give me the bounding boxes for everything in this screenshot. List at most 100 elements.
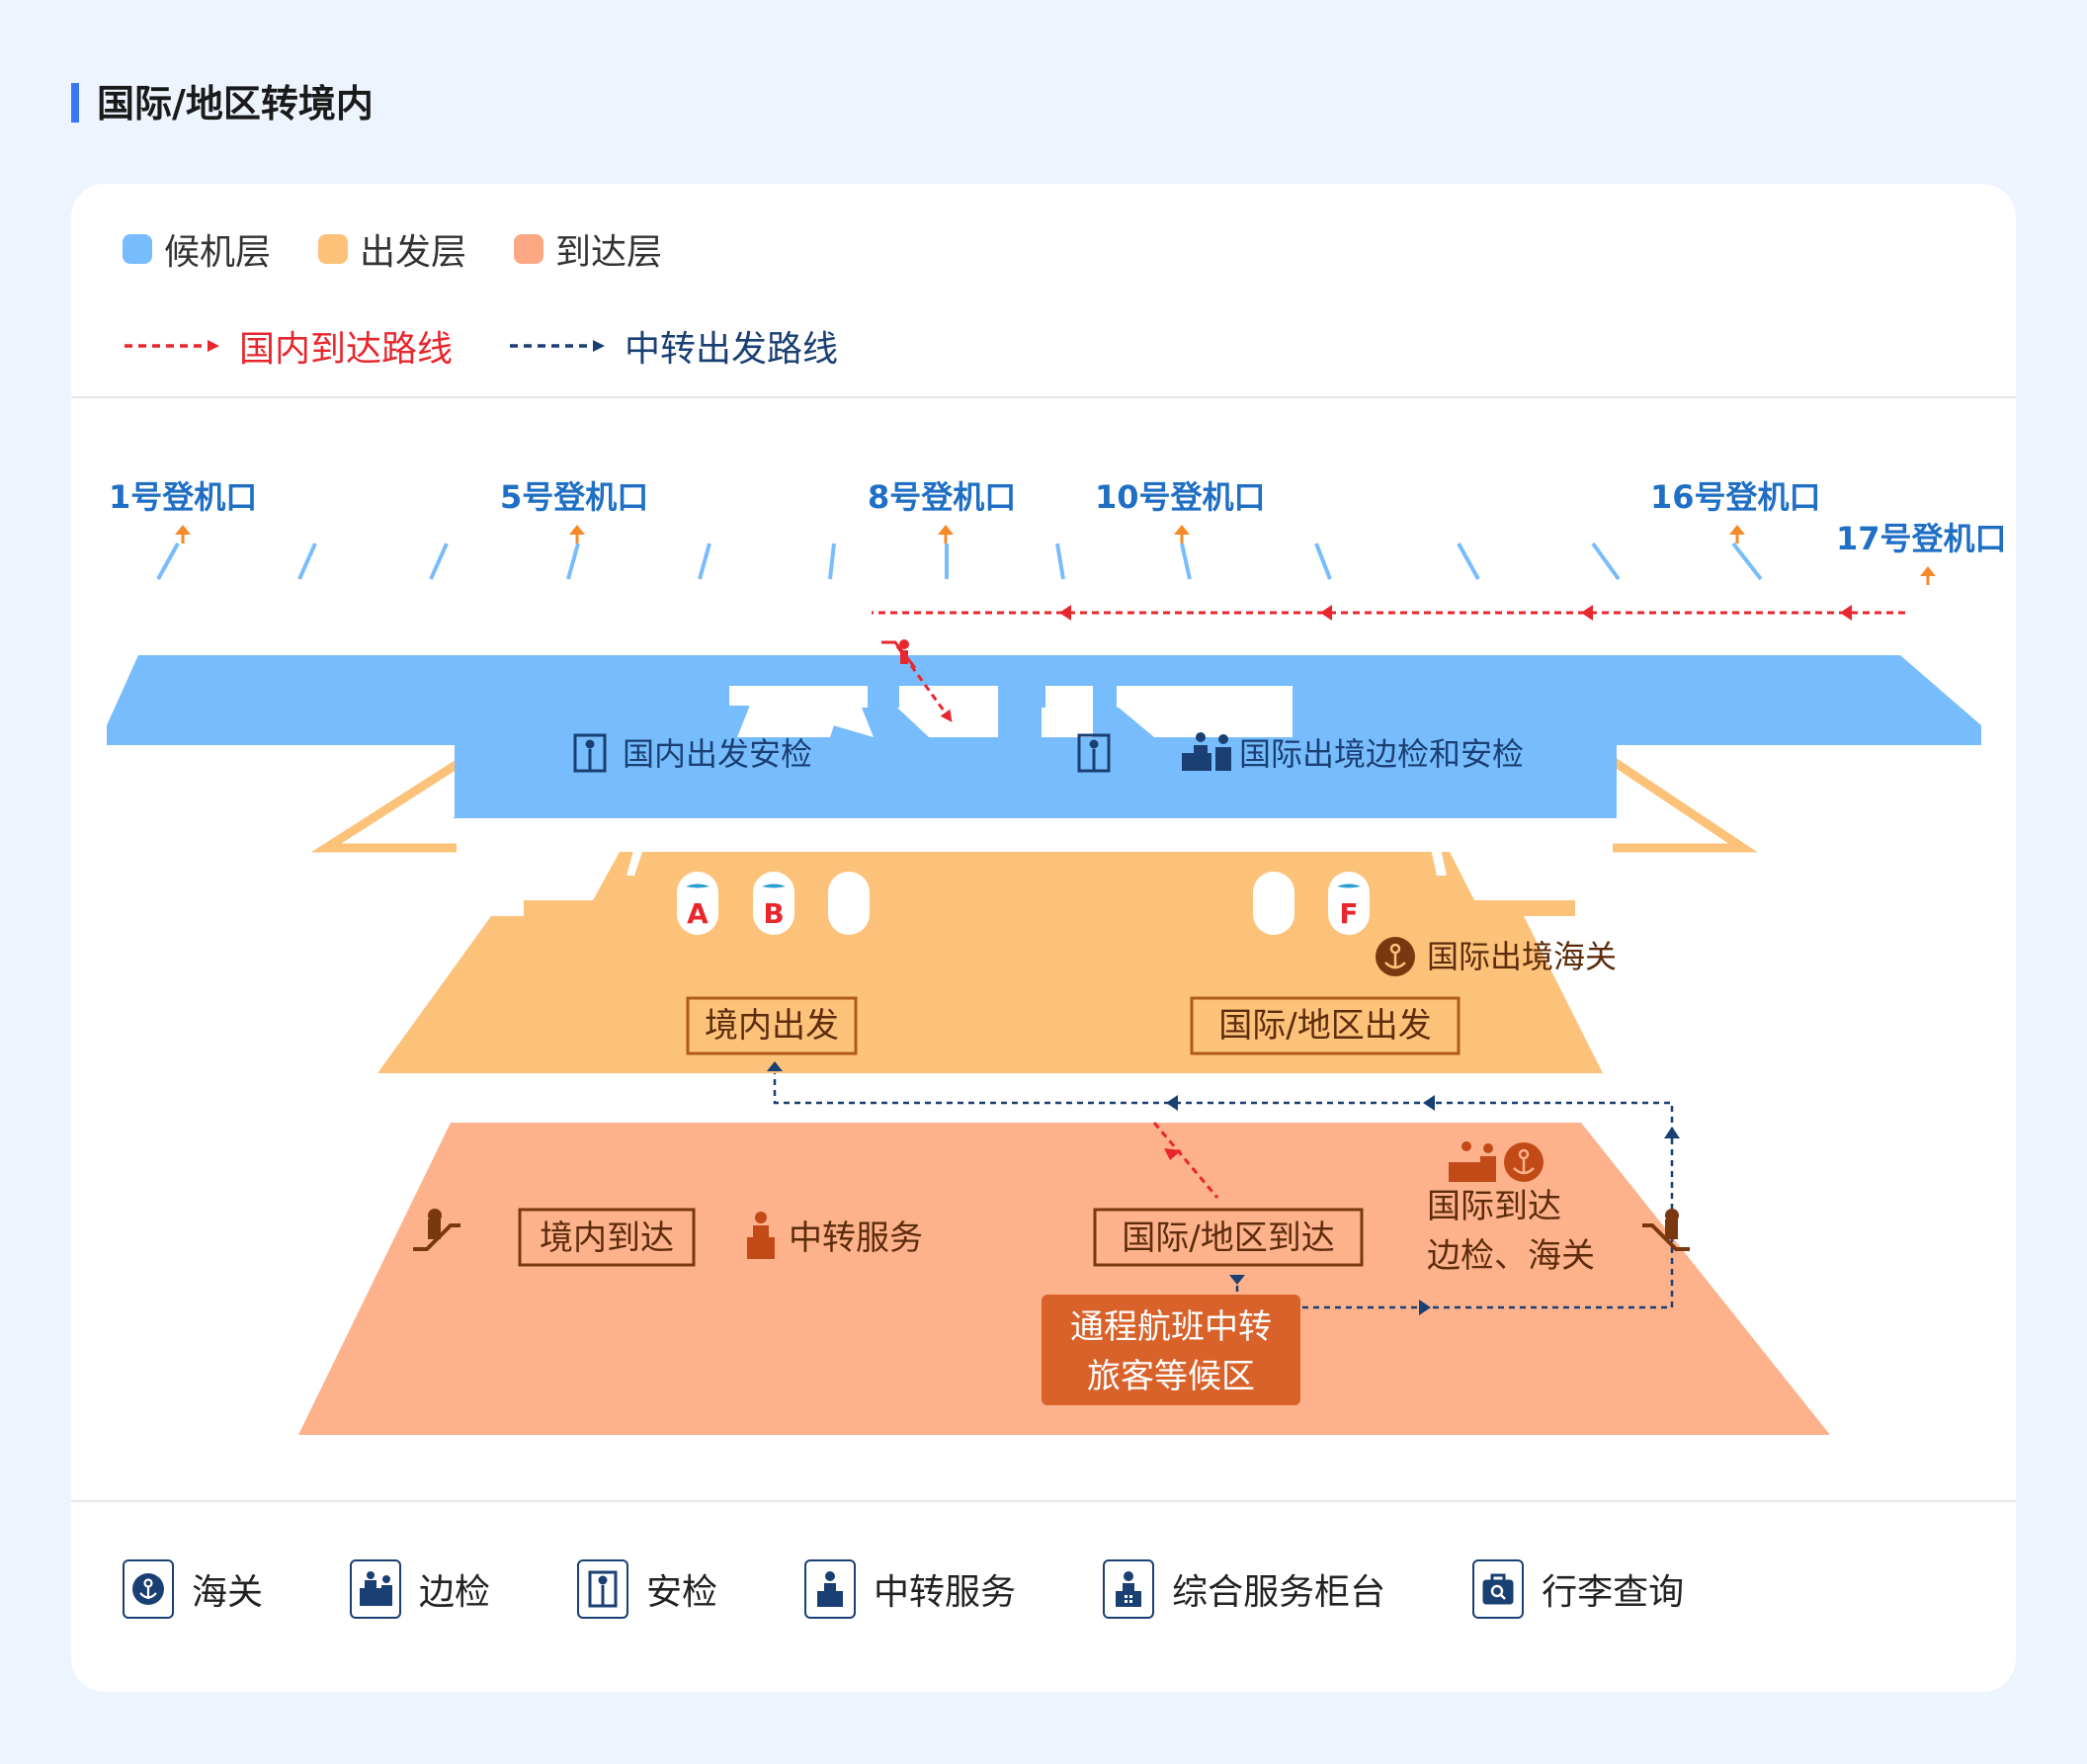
up-arrow-icon <box>938 525 954 535</box>
legend-departure-floor: 出发层 <box>318 223 466 275</box>
page-title: 国际/地区转境内 <box>97 82 374 126</box>
gate-10[interactable]: 10号登机口 <box>1095 478 1266 544</box>
domestic-arrival-label: 境内到达 <box>540 1218 674 1258</box>
security-check-icon <box>1077 733 1111 773</box>
domestic-arrival-box[interactable]: 境内到达 <box>518 1208 696 1267</box>
icon-legend-label: 中转服务 <box>874 1572 1017 1613</box>
up-arrow-icon <box>1920 566 1936 576</box>
icon-legend-security: 安检 <box>577 1559 717 1619</box>
transfer-service-label: 中转服务 <box>789 1218 923 1258</box>
icon-legend-customs: 海关 <box>123 1559 263 1619</box>
legend-arrival-floor: 到达层 <box>514 223 662 275</box>
gates: 1号登机口 5号登机口 8号登机口 10号登机口 16号登机口 <box>109 478 2007 585</box>
arrival-floor-swatch <box>514 234 544 264</box>
divider-top <box>71 396 2016 398</box>
domestic-security-area: 国内出发安检 <box>573 733 812 773</box>
intl-departure-box[interactable]: 国际/地区出发 <box>1190 996 1461 1055</box>
up-arrow-icon <box>1174 525 1190 535</box>
border-check-icon <box>350 1559 402 1619</box>
transfer-service-icon <box>747 1212 775 1259</box>
gate-label: 10号登机口 <box>1095 478 1266 516</box>
icon-legend-transfer-service: 中转服务 <box>804 1559 1016 1619</box>
gate-label: 8号登机口 <box>868 478 1016 516</box>
route-legend: 国内到达路线 中转出发路线 <box>123 320 893 372</box>
baggage-inquiry-icon <box>1472 1559 1525 1619</box>
counter-letter: F <box>1339 897 1358 930</box>
intl-exit-customs: 国际出境海关 <box>1376 937 1617 976</box>
escalator-icon <box>881 639 917 669</box>
legend: 候机层 出发层 到达层 国内到达路线 <box>123 223 893 372</box>
up-arrow-icon <box>175 525 191 535</box>
gate-1[interactable]: 1号登机口 <box>109 478 257 544</box>
gate-label: 16号登机口 <box>1650 478 1821 516</box>
legend-label: 到达层 <box>555 232 663 273</box>
escalator-left-icon <box>413 1209 460 1251</box>
intl-arrival-check-line1: 国际到达 <box>1427 1187 1561 1226</box>
airline-logo-icon <box>686 883 710 888</box>
icon-legend-service-counter: 综合服务柜台 <box>1103 1559 1385 1619</box>
legend-label: 中转出发路线 <box>625 329 839 370</box>
intl-arrival-check: 国际到达 边检、海关 <box>1427 1141 1595 1276</box>
counter-b[interactable]: B <box>753 872 794 935</box>
gate-label: 17号登机口 <box>1836 520 2007 557</box>
legend-label: 出发层 <box>360 232 467 273</box>
gate-bridges <box>156 542 1763 581</box>
legend-label: 国内到达路线 <box>239 329 454 370</box>
security-check-icon <box>573 733 607 773</box>
legend-label: 候机层 <box>164 232 272 273</box>
title-accent-bar <box>71 83 79 123</box>
customs-icon <box>1504 1142 1544 1182</box>
route-arrows <box>767 1061 1680 1315</box>
counter-blank <box>828 872 870 935</box>
counter-f[interactable]: F <box>1328 872 1370 935</box>
departure-floor-swatch <box>318 234 349 264</box>
divider-bottom <box>71 1500 2016 1502</box>
red-arrow-icon <box>1164 1148 1182 1160</box>
icon-legend-label: 行李查询 <box>1542 1572 1685 1613</box>
gate-label: 5号登机口 <box>500 478 648 516</box>
customs-icon <box>1376 937 1415 976</box>
intl-arrival-check-line2: 边检、海关 <box>1427 1236 1595 1276</box>
airline-logo-icon <box>762 883 786 888</box>
domestic-arrival-route <box>872 605 1905 722</box>
waiting-floor-swatch <box>123 234 152 264</box>
escalator-right-icon <box>1642 1209 1690 1251</box>
up-arrow-icon <box>1729 525 1745 535</box>
intl-security-area: 国际出境边检和安检 <box>1077 732 1524 773</box>
transfer-service-icon <box>804 1559 857 1619</box>
gate-17[interactable]: 17号登机口 <box>1836 520 2007 585</box>
border-check-icon <box>1182 732 1231 771</box>
domestic-departure-label: 境内出发 <box>705 1006 839 1046</box>
gate-16[interactable]: 16号登机口 <box>1650 478 1821 544</box>
gate-5[interactable]: 5号登机口 <box>500 478 648 544</box>
map-card: 候机层 出发层 到达层 国内到达路线 <box>71 184 2016 1692</box>
legend-domestic-route: 国内到达路线 <box>123 320 453 372</box>
domestic-departure-box[interactable]: 境内出发 <box>686 996 858 1055</box>
transfer-service-area[interactable]: 中转服务 <box>747 1212 923 1259</box>
service-counter-icon <box>1103 1559 1155 1619</box>
gate-label: 1号登机口 <box>109 478 257 516</box>
icon-legend-label: 安检 <box>646 1572 718 1613</box>
intl-departure-label: 国际/地区出发 <box>1218 1006 1431 1046</box>
airline-logo-icon <box>1337 883 1361 888</box>
navy-dashed-arrow-icon <box>510 340 606 352</box>
icon-legend-baggage: 行李查询 <box>1472 1559 1684 1619</box>
icon-legend-border-check: 边检 <box>350 1559 490 1619</box>
legend-waiting-floor: 候机层 <box>123 223 271 275</box>
terminal-map: 1号登机口 5号登机口 8号登机口 10号登机口 16号登机口 <box>107 478 2007 1435</box>
legend-transfer-route: 中转出发路线 <box>508 320 838 372</box>
counter-a[interactable]: A <box>677 872 718 935</box>
customs-icon <box>123 1559 174 1619</box>
security-check-icon <box>577 1559 629 1619</box>
icon-legend-label: 海关 <box>192 1572 264 1613</box>
gate-8[interactable]: 8号登机口 <box>868 478 1016 544</box>
domestic-security-label: 国内出发安检 <box>623 735 812 773</box>
counter-blank <box>1253 872 1294 935</box>
red-route-segment <box>1152 1122 1219 1199</box>
icon-legend-label: 综合服务柜台 <box>1172 1572 1386 1613</box>
intl-security-label: 国际出境边检和安检 <box>1239 735 1524 773</box>
icon-legend-label: 边检 <box>419 1572 491 1613</box>
intl-arrival-box[interactable]: 国际/地区到达 <box>1093 1208 1364 1267</box>
waiting-area-line1: 通程航班中转 <box>1070 1307 1272 1347</box>
transfer-waiting-area[interactable]: 通程航班中转 旅客等候区 <box>1042 1295 1300 1405</box>
